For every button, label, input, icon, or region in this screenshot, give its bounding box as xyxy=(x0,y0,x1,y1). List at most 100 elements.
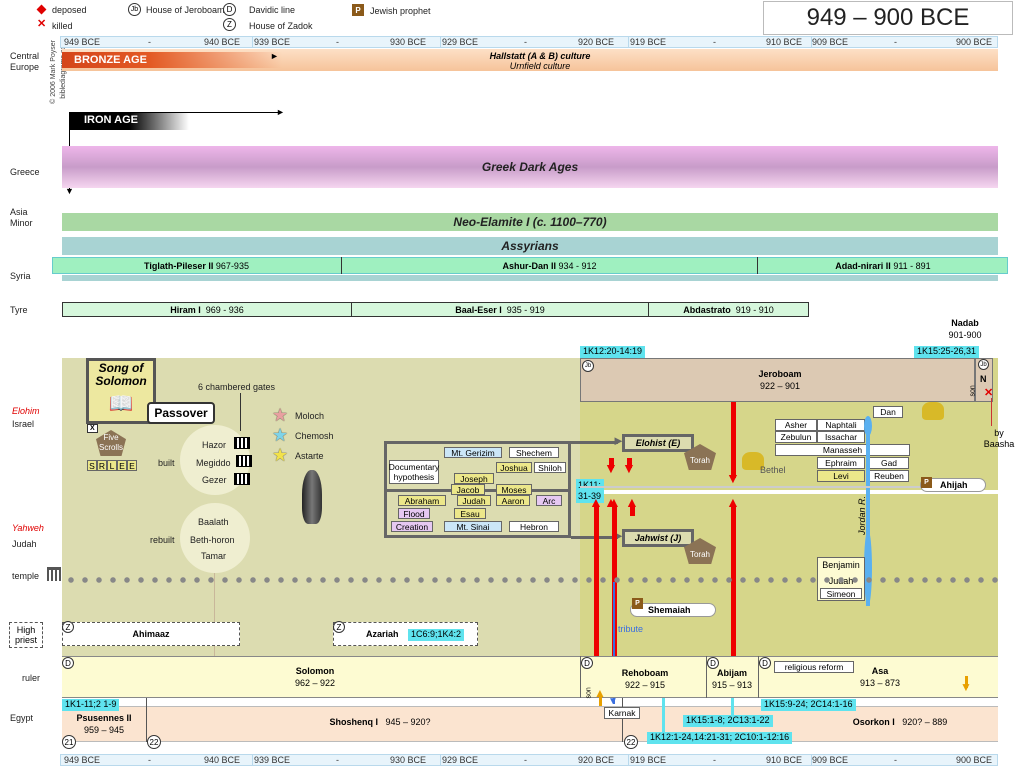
davidic-mark-icon: D xyxy=(759,657,771,669)
red-down-arrow-icon: ▼ xyxy=(604,460,618,476)
jordan-river-sea xyxy=(864,530,872,606)
gates-line xyxy=(240,393,241,431)
doc-flood: Flood xyxy=(398,508,430,519)
ruler-solomon-dates: 962 – 922 xyxy=(294,678,336,688)
jordan-river-lake xyxy=(864,416,872,436)
jeroboam-block xyxy=(580,358,975,402)
ref-1k12-1[interactable]: 1K12:1-24,14:21-31; 2C10:1-12:16 xyxy=(647,732,793,744)
city-gezer: Gezer xyxy=(202,475,227,485)
doc-jacob: Jacob xyxy=(451,484,485,495)
egypt-divider xyxy=(146,698,147,742)
elohist-arrow-line xyxy=(571,441,618,444)
timescale-tick: - xyxy=(336,37,339,47)
tribute-line xyxy=(613,582,615,704)
jordan-label: Jordan R. xyxy=(857,495,867,535)
timescale-tick: 910 BCE xyxy=(766,755,803,765)
timescale-tick: - xyxy=(894,755,897,765)
tribe-ephraim: Ephraim xyxy=(817,457,865,469)
timescale-tick: 909 BCE xyxy=(812,37,849,47)
page-title: 949 – 900 BCE xyxy=(763,1,1013,35)
doc-judah: Judah xyxy=(457,495,491,506)
row-label-temple: temple xyxy=(12,571,40,581)
legend-zadok: House of Zadok xyxy=(249,21,313,31)
nadab-dates: 901-900 xyxy=(948,330,982,340)
city-megiddo: Megiddo xyxy=(196,458,231,468)
assyria-strip xyxy=(62,275,998,281)
gate-icon xyxy=(236,455,252,467)
calf-icon xyxy=(922,402,944,420)
ref-1k15-25[interactable]: 1K15:25-26,31 xyxy=(914,346,980,358)
ref-1c6[interactable]: 1C6:9;1K4:2 xyxy=(408,629,465,641)
egypt-shoshenq: Shoshenq I 945 – 920? xyxy=(329,717,431,727)
doc-abraham: Abraham xyxy=(398,495,446,506)
killed-icon: ✕ xyxy=(37,18,47,30)
temple-dots xyxy=(64,577,998,583)
ref-1k15-1[interactable]: 1K15:1-8; 2C13:1-22 xyxy=(683,715,773,727)
tribe-simeon: Simeon xyxy=(820,588,862,599)
jeroboam-mark-icon: Jb xyxy=(128,3,141,16)
tyre-king-1: Hiram I 969 - 936 xyxy=(62,302,352,317)
timescale-tick: 930 BCE xyxy=(390,755,427,765)
bronze-age-band xyxy=(62,52,282,68)
row-label-syria: Syria xyxy=(10,271,31,281)
timescale-tick: - xyxy=(713,37,716,47)
son-label: son xyxy=(585,687,593,699)
iron-down-arrow-icon: ▼ xyxy=(65,186,74,196)
assyria-king-3: Adad-nirari II 911 - 891 xyxy=(835,260,931,271)
iron-age-top-line xyxy=(69,112,279,113)
timescale-tick: - xyxy=(148,37,151,47)
timescale-tick: 900 BCE xyxy=(956,755,993,765)
legend: deposed ✕ killed Jb House of Jeroboam D … xyxy=(30,2,758,34)
red-down-arrow-icon: ▼ xyxy=(622,460,636,476)
city-baalath: Baalath xyxy=(198,517,229,527)
timescale-tick: - xyxy=(336,755,339,765)
prophet-mark-icon: P xyxy=(921,477,932,488)
timescale-tick: - xyxy=(524,755,527,765)
ref-1k11[interactable]: 1K11: 31-39 xyxy=(576,479,604,503)
urnfield-label: Urnfield culture xyxy=(509,61,571,71)
ahijah-label: Ahijah xyxy=(940,480,968,490)
ahijah-line xyxy=(580,486,980,488)
assyria-king-2: Ashur-Dan II 934 - 912 xyxy=(342,257,758,274)
tribe-manasseh: Manasseh xyxy=(775,444,910,456)
bronze-arrow-icon: ► xyxy=(270,51,279,61)
timescale-divider xyxy=(440,36,441,48)
jeroboam-name: Jeroboam xyxy=(758,369,802,379)
timescale-bottom xyxy=(60,754,998,766)
gate-icon xyxy=(234,473,250,485)
split-arrow-red xyxy=(627,458,632,468)
jeroboam-red-line xyxy=(731,402,736,478)
nadab-mark-icon: Jb xyxy=(978,359,989,370)
row-label-tyre: Tyre xyxy=(10,305,28,315)
timescale-tick: - xyxy=(148,755,151,765)
song-of-solomon-title: Song of Solomon xyxy=(95,361,147,388)
doc-moses: Moses xyxy=(496,484,532,495)
ruler-abijam-name: Abijam xyxy=(716,668,747,678)
zadok-mark-icon: Z xyxy=(62,621,74,633)
timescale-tick: 920 BCE xyxy=(578,755,615,765)
dynasty-21-icon: 21 xyxy=(62,735,76,749)
orange-arrow-stem xyxy=(599,694,602,706)
assyrians-label: Assyrians xyxy=(501,239,559,253)
red-up-arrow-icon: ▲ xyxy=(625,494,639,510)
ref-1k12[interactable]: 1K12:20-14:19 xyxy=(580,346,646,358)
timescale-top xyxy=(60,36,998,48)
timescale-tick: 949 BCE xyxy=(64,755,101,765)
ref-1k15-9[interactable]: 1K15:9-24; 2C14:1-16 xyxy=(761,699,856,711)
doc-creation: Creation xyxy=(391,521,433,532)
timescale-tick: 940 BCE xyxy=(204,37,241,47)
red-up-arrow-icon: ▲ xyxy=(589,494,603,510)
timescale-tick: 910 BCE xyxy=(766,37,803,47)
god-moloch: Moloch xyxy=(295,411,325,421)
hallstatt-label: Hallstatt (A & B) culture xyxy=(489,51,591,61)
scroll-letters: S R L E E xyxy=(87,460,137,471)
bethel-label: Bethel xyxy=(760,465,786,475)
karnak-box: Karnak xyxy=(604,707,640,719)
up-arrow-icon: ▲ xyxy=(594,686,606,700)
jeroboam-dates: 922 – 901 xyxy=(759,381,801,391)
timescale-divider xyxy=(628,36,629,48)
greek-dark-band: Greek Dark Ages xyxy=(62,146,998,188)
ref-1k1[interactable]: 1K1-11;2 1-9 xyxy=(62,699,120,711)
egypt-divider xyxy=(622,698,623,742)
killed-icon: ✕ xyxy=(984,387,994,399)
